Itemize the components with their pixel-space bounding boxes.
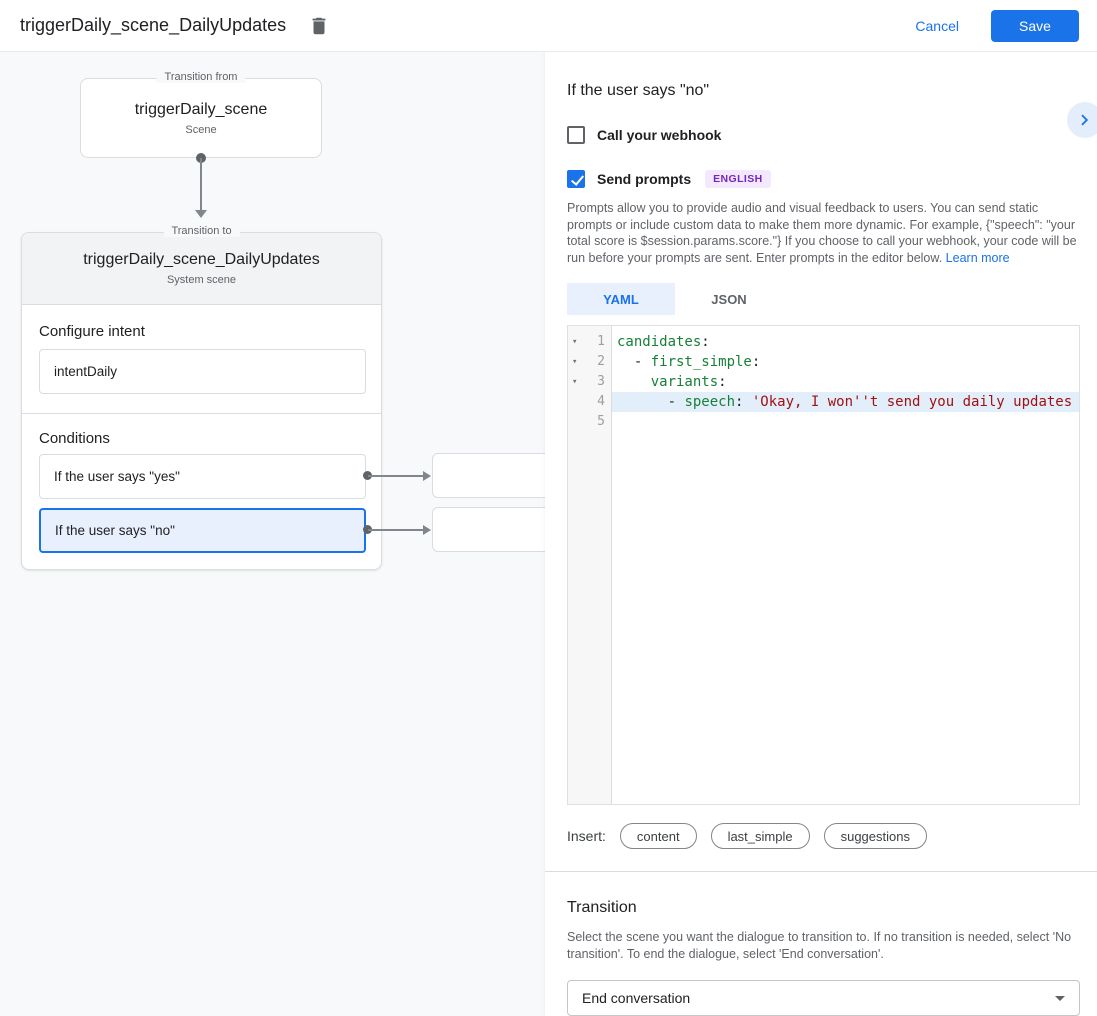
transition-dropdown-value: End conversation [582,990,691,1006]
transition-to-legend: Transition to [163,225,240,237]
transition-to-node: Transition to triggerDaily_scene_DailyUp… [21,225,382,570]
gutter-line: 4 [597,394,605,409]
condition-no-line [368,528,424,531]
code-token-plain: : [751,354,761,370]
scene-flow-canvas: Transition from triggerDaily_scene Scene… [0,52,545,1016]
code-line: candidates: [612,332,1079,352]
condition-no-target-box[interactable] [432,507,545,552]
insert-chip-content[interactable]: content [619,823,697,849]
send-prompts-label: Send prompts [597,171,692,187]
chevron-right-icon [1074,109,1096,131]
learn-more-link[interactable]: Learn more [945,250,1010,265]
code-line: - first_simple: [612,352,1079,372]
code-token-key: first_simple [650,354,752,370]
send-prompts-checkbox[interactable] [567,170,585,188]
format-tabs: YAML JSON [567,283,1080,315]
to-scene-name: triggerDaily_scene_DailyUpdates [83,251,320,268]
insert-label: Insert: [567,828,606,844]
condition-item-yes[interactable]: If the user says "yes" [39,454,366,499]
insert-row: Insert: content last_simple suggestions [567,823,1080,849]
trash-icon [308,15,330,37]
editor-gutter: ▾1▾2▾3 4 5 [568,326,612,804]
condition-no-dot [363,525,372,534]
code-line: - speech: 'Okay, I won''t send you daily… [612,392,1079,412]
insert-chip-suggestions[interactable]: suggestions [823,823,927,849]
call-webhook-label: Call your webhook [597,127,722,143]
page-title: triggerDaily_scene_DailyUpdates [20,15,287,35]
collapse-panel-button[interactable] [1067,102,1097,138]
condition-yes-dot [363,471,372,480]
condition-item-no[interactable]: If the user says "no" [39,508,366,553]
code-token-plain: - [617,354,651,370]
from-scene-type: Scene [185,123,217,136]
transition-from-legend: Transition from [156,71,246,83]
code-token-key: candidates [617,334,702,350]
code-token-key: speech [684,394,736,410]
gutter-line: ▾3 [568,372,611,392]
code-token-plain: : [718,374,727,390]
transition-dropdown[interactable]: End conversation [567,980,1080,1016]
connector-line [200,158,202,210]
transition-title: Transition [567,899,637,916]
fold-arrow-icon[interactable]: ▾ [572,377,578,387]
code-token-plain [617,374,651,390]
tab-json[interactable]: JSON [711,291,747,307]
conditions-label: Conditions [39,430,110,447]
save-button[interactable]: Save [991,9,1079,42]
code-token-plain: - [617,394,685,410]
code-token-plain: : [701,334,710,350]
transition-description: Select the scene you want the dialogue t… [567,930,1072,961]
condition-title: If the user says "no" [567,82,710,99]
tab-yaml[interactable]: YAML [567,283,675,315]
condition-yes-line [368,474,424,477]
gutter-line: 5 [597,414,605,429]
fold-arrow-icon[interactable]: ▾ [572,357,578,367]
code-token-key: variants [650,374,719,390]
prompts-row: Send prompts ENGLISH [567,170,1080,188]
gutter-line: ▾2 [568,352,611,372]
to-scene-type: System scene [166,274,237,286]
condition-yes-arrowhead [423,470,431,481]
code-line: variants: [612,372,1079,392]
configure-intent-label: Configure intent [39,323,145,340]
transition-section: Transition Select the scene you want the… [545,871,1097,1016]
transition-to-header: triggerDaily_scene_DailyUpdates System s… [22,233,381,305]
condition-yes-target-box[interactable] [432,453,545,498]
code-token-plain: : [735,394,752,410]
gutter-line: ▾1 [568,332,611,352]
cancel-button[interactable]: Cancel [915,17,959,34]
editor-code-area[interactable]: candidates: - first_simple: variants: - … [612,326,1079,804]
dropdown-caret-icon [1055,995,1065,1001]
insert-chip-last_simple[interactable]: last_simple [710,823,810,849]
code-token-str: 'Okay, I won''t send you daily updates [751,394,1073,410]
fold-arrow-icon[interactable]: ▾ [572,337,578,347]
prompts-description-text: Prompts allow you to provide audio and v… [567,201,1077,265]
top-bar: triggerDaily_scene_DailyUpdates Cancel S… [0,0,1097,52]
language-badge: ENGLISH [705,170,771,188]
prompts-description: Prompts allow you to provide audio and v… [567,200,1083,266]
node-divider [22,413,381,414]
intent-item[interactable]: intentDaily [39,349,366,394]
connector-arrowhead [195,210,207,218]
call-webhook-checkbox[interactable] [567,126,585,144]
code-editor[interactable]: ▾1▾2▾3 4 5 candidates: - first_simple: var… [567,325,1080,805]
code-line [612,412,1079,432]
transition-from-node[interactable]: Transition from triggerDaily_scene Scene [80,71,322,158]
delete-scene-button[interactable] [304,11,334,41]
webhook-row: Call your webhook [567,126,1080,144]
condition-no-arrowhead [423,524,431,535]
from-scene-name: triggerDaily_scene [134,100,268,118]
condition-editor-panel: If the user says "no" Call your webhook … [545,52,1097,1016]
insert-chips: content last_simple suggestions [606,823,927,849]
